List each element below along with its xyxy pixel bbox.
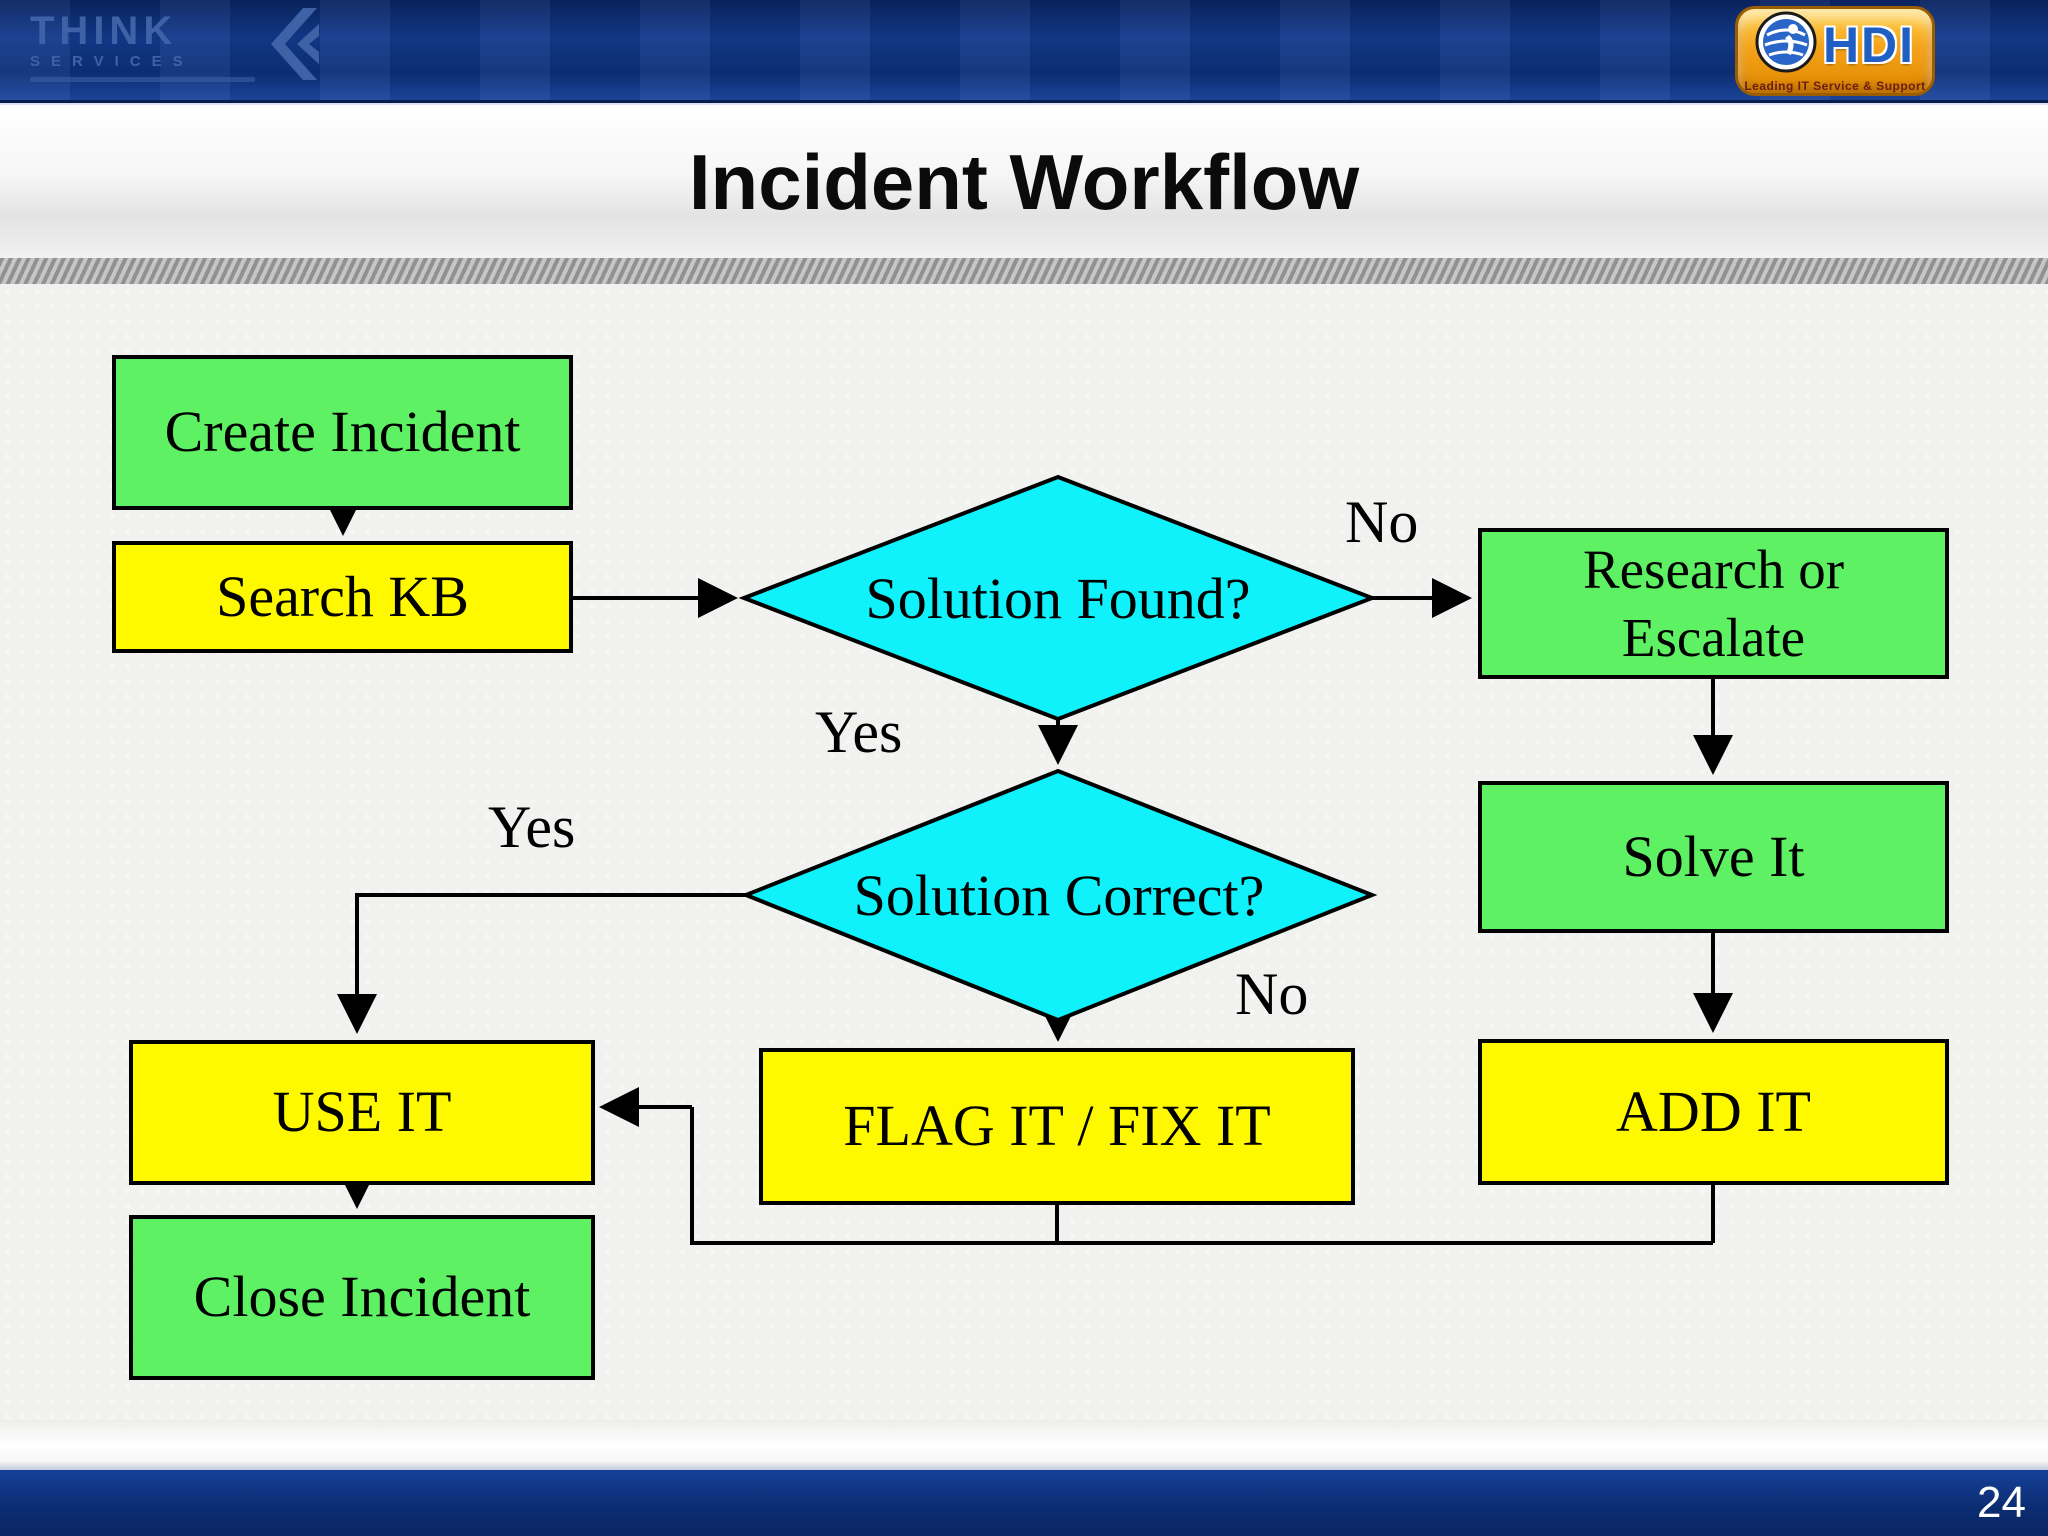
node-research-or-escalate: Research or Escalate <box>1478 528 1949 679</box>
node-research-line1: Research or <box>1582 539 1845 601</box>
footer-gradient-strip <box>0 1420 2048 1470</box>
header-band: THINK SERVICES <box>0 0 2048 103</box>
edge-label-correct-yes: Yes <box>488 794 576 860</box>
edge-bottom-return <box>690 1107 1713 1245</box>
hdi-logo-tagline: Leading IT Service & Support <box>1744 79 1926 93</box>
decision-solution-found <box>738 474 1378 722</box>
page-number: 24 <box>1977 1478 2026 1527</box>
title-band: Incident Workflow <box>0 103 2048 260</box>
think-logo-title: THINK <box>30 9 178 53</box>
think-logo-tagline <box>30 77 255 82</box>
footer-band: 24 <box>0 1470 2048 1536</box>
node-create-incident: Create Incident <box>112 355 573 510</box>
node-close-incident: Close Incident <box>129 1215 595 1380</box>
edge-correct-yes-to-use <box>337 893 746 1034</box>
hatched-divider <box>0 258 2048 284</box>
think-logo-subtitle: SERVICES <box>30 53 194 70</box>
decision-solution-correct-label: Solution Correct? <box>853 863 1265 928</box>
edge-label-found-no: No <box>1345 489 1419 555</box>
decision-solution-found-label: Solution Found? <box>865 565 1251 631</box>
hdi-globe-icon <box>1755 11 1817 78</box>
hdi-logo-text: HDI <box>1822 16 1916 73</box>
node-use-it: USE IT <box>129 1040 595 1185</box>
decision-solution-correct <box>740 768 1378 1023</box>
edge-label-correct-no: No <box>1235 961 1309 1027</box>
think-services-logo: THINK SERVICES <box>30 8 321 91</box>
hdi-logo-badge: HDI Leading IT Service & Support <box>1735 6 1935 96</box>
page-title: Incident Workflow <box>688 138 1360 226</box>
think-logo-chevron-icon <box>257 8 321 91</box>
node-solve-it: Solve It <box>1478 781 1949 933</box>
edge-label-found-yes: Yes <box>815 699 903 765</box>
node-add-it: ADD IT <box>1478 1039 1949 1185</box>
node-research-line2: Escalate <box>1621 606 1806 668</box>
node-flag-it-fix-it: FLAG IT / FIX IT <box>759 1048 1355 1205</box>
node-search-kb: Search KB <box>112 541 573 653</box>
